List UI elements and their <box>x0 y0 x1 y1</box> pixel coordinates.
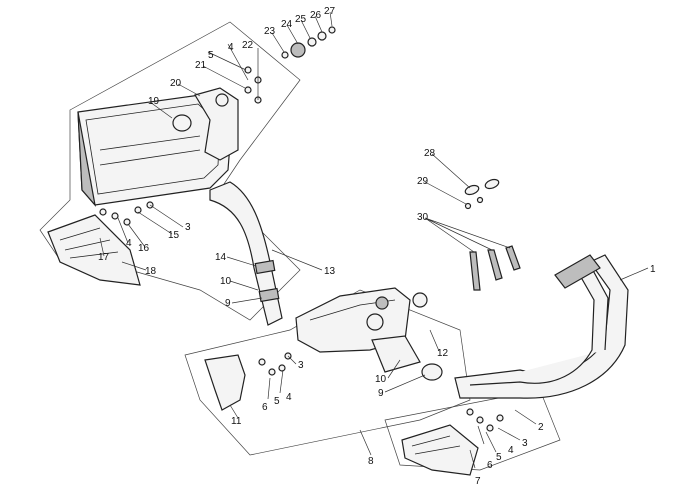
callout-26: 26 <box>310 10 322 21</box>
header-flange <box>554 254 601 289</box>
callout-4: 4 <box>126 238 132 249</box>
callout-10: 10 <box>375 374 387 385</box>
callout-27: 27 <box>324 6 336 17</box>
callout-21: 21 <box>195 60 207 71</box>
callout-15: 15 <box>168 230 180 241</box>
callout-16: 16 <box>138 243 150 254</box>
callout-28: 28 <box>424 148 436 159</box>
right-washer-stack <box>466 408 504 432</box>
callout-5: 5 <box>496 452 502 463</box>
callout-4: 4 <box>228 42 234 53</box>
callout-9: 9 <box>378 388 384 399</box>
muffler-bolt-stack <box>244 66 262 104</box>
callout-11: 11 <box>231 416 242 427</box>
callout-4: 4 <box>286 392 292 403</box>
callout-10: 10 <box>220 276 232 287</box>
muffler <box>77 94 233 208</box>
lower-bolt-stack <box>258 352 292 376</box>
callout-6: 6 <box>262 402 268 413</box>
callout-8: 8 <box>368 456 374 467</box>
callout-9: 9 <box>225 298 231 309</box>
leader-lines <box>99 11 649 469</box>
callout-19: 19 <box>148 96 160 107</box>
callout-3: 3 <box>522 438 528 449</box>
top-fitting-stack <box>281 26 336 59</box>
callout-3: 3 <box>298 360 304 371</box>
left-heat-shield <box>47 214 141 286</box>
callout-2: 2 <box>538 422 544 433</box>
callout-14: 14 <box>215 252 227 263</box>
callout-5: 5 <box>208 50 214 61</box>
callout-12: 12 <box>437 348 449 359</box>
right-heat-shield <box>401 424 479 476</box>
muffler-group-outline <box>39 21 301 321</box>
callout-6: 6 <box>487 460 493 471</box>
lower-bracket <box>204 354 246 411</box>
catalyst-body <box>295 287 428 353</box>
callout-24: 24 <box>281 19 293 30</box>
callout-13: 13 <box>324 266 336 277</box>
callout-17: 17 <box>98 252 110 263</box>
bracket-hole <box>215 93 229 107</box>
callout-4: 4 <box>508 445 514 456</box>
callout-25: 25 <box>295 14 307 25</box>
callout-23: 23 <box>264 26 276 37</box>
pipe-clamp-lower <box>258 287 280 303</box>
callout-29: 29 <box>417 176 429 187</box>
connector-pipe <box>371 335 421 373</box>
callout-22: 22 <box>242 40 254 51</box>
callout-5: 5 <box>274 396 280 407</box>
callout-3: 3 <box>185 222 191 233</box>
pipe-clamp-upper <box>254 259 276 275</box>
link-pipe <box>209 181 283 326</box>
gasket-set <box>464 178 500 210</box>
callout-labels: 1 2 3 3 3 4 4 4 4 5 5 5 6 6 7 8 9 9 10 1… <box>98 6 656 487</box>
callout-20: 20 <box>170 78 182 89</box>
callout-1: 1 <box>650 264 656 275</box>
callout-30: 30 <box>417 212 429 223</box>
connector-ring <box>421 363 443 381</box>
left-washer-stack <box>99 201 154 226</box>
oxygen-sensors <box>469 245 521 291</box>
muffler-bracket <box>194 87 239 161</box>
callout-7: 7 <box>475 476 481 487</box>
callout-18: 18 <box>145 266 157 277</box>
